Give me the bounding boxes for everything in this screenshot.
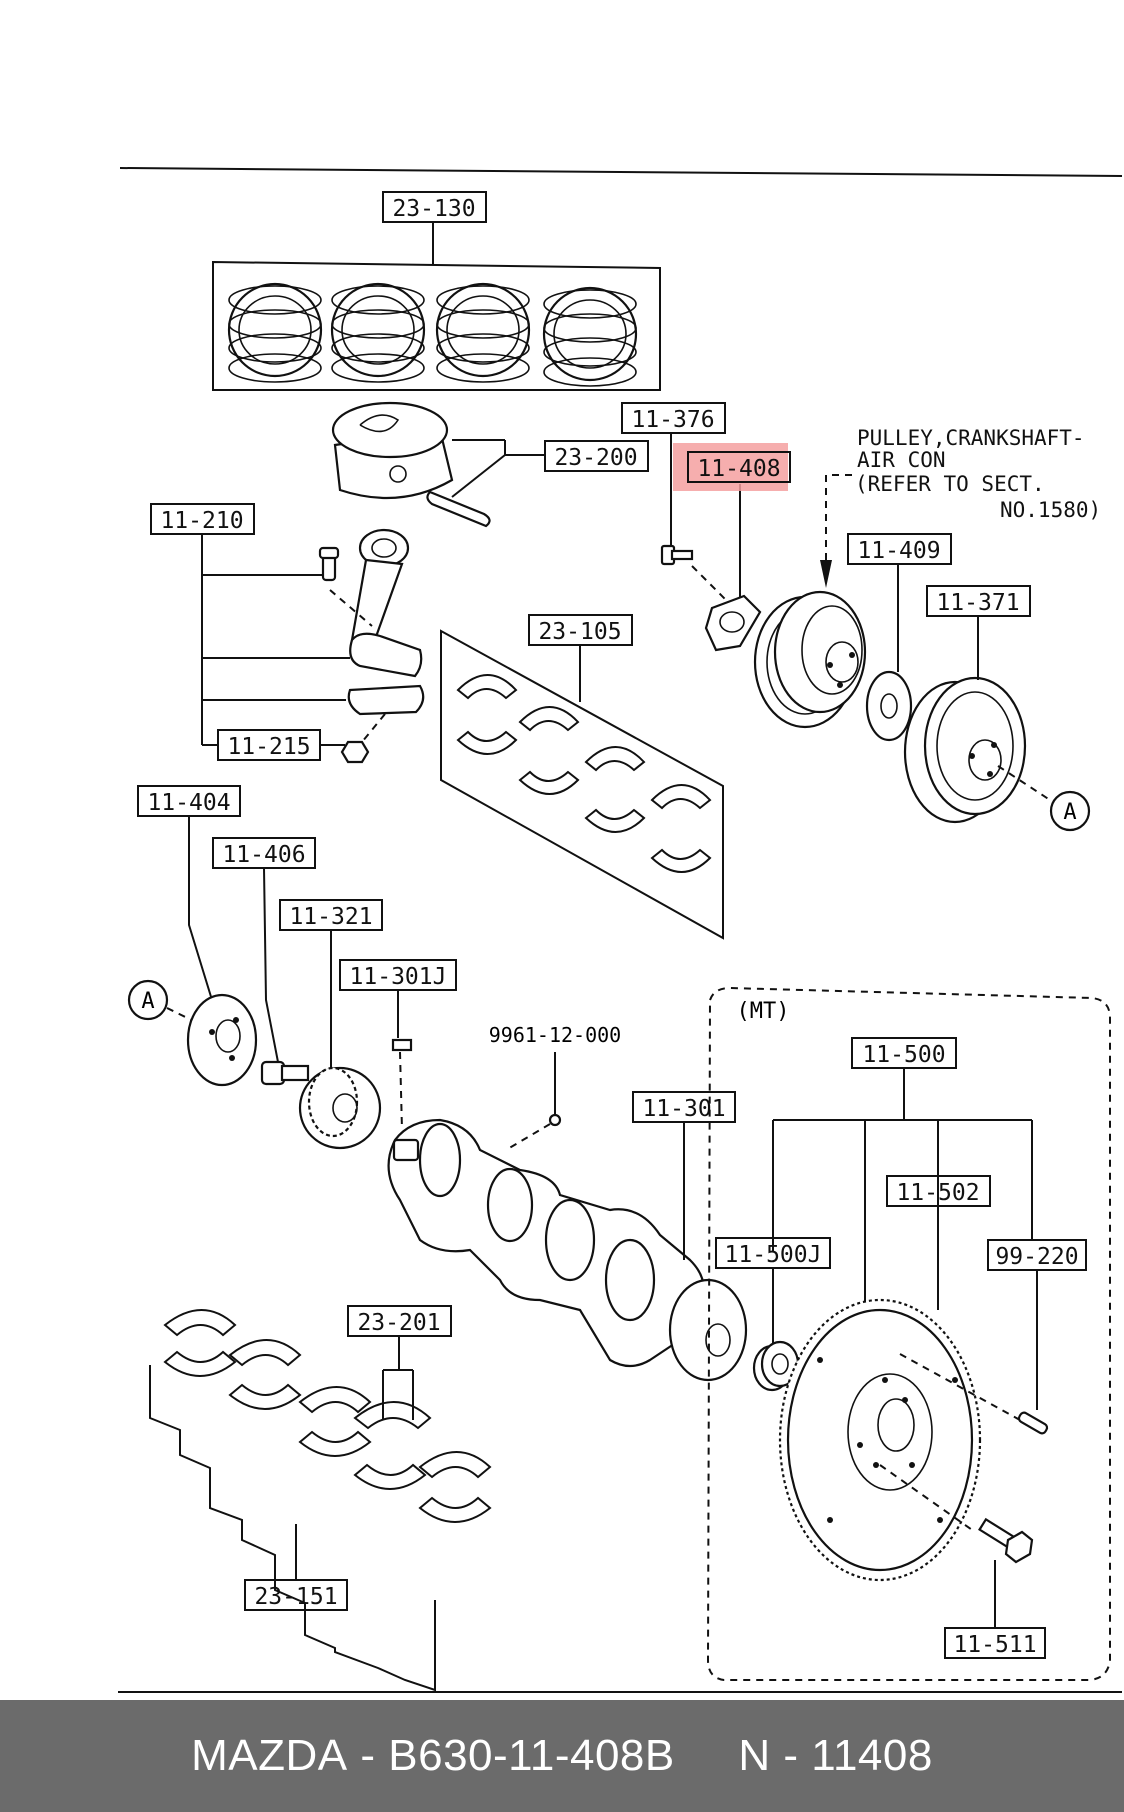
label-23-105[interactable]: 23-105 (528, 614, 633, 646)
svg-text:11-371: 11-371 (936, 590, 1019, 616)
pilot-bearing-11-500J (752, 1340, 800, 1392)
part-number-footer: MAZDA - B630-11-408B N - 11408 (0, 1700, 1124, 1812)
reference-marker-a-2[interactable]: A (127, 979, 169, 1021)
label-11-404[interactable]: 11-404 (137, 785, 241, 817)
timing-gear-11-321 (298, 1066, 382, 1150)
svg-text:11-210: 11-210 (160, 508, 243, 534)
piston (331, 401, 491, 528)
label-11-210[interactable]: 11-210 (150, 503, 255, 535)
label-11-409[interactable]: 11-409 (847, 533, 952, 565)
top-border (119, 167, 1123, 177)
footer-brand: MAZDA (191, 1731, 348, 1780)
label-11-215[interactable]: 11-215 (217, 729, 321, 761)
label-11-500[interactable]: 11-500 (851, 1037, 957, 1069)
svg-text:NO.1580): NO.1580) (1000, 498, 1101, 522)
svg-text:AIR CON: AIR CON (857, 448, 946, 472)
label-23-130[interactable]: 23-130 (382, 191, 487, 223)
label-11-371[interactable]: 11-371 (926, 585, 1031, 617)
main-bearings (149, 1309, 492, 1692)
crankshaft-pulley-aircon (753, 590, 867, 729)
label-23-200[interactable]: 23-200 (544, 440, 649, 472)
mt-group-label: (MT) (737, 999, 790, 1024)
label-11-301[interactable]: 11-301 (632, 1091, 736, 1123)
washer-11-409 (865, 670, 913, 742)
svg-text:23-130: 23-130 (392, 196, 475, 222)
crankshaft-plate-11-404 (186, 993, 258, 1087)
key-11-301J (391, 1038, 413, 1052)
svg-text:11-502: 11-502 (896, 1180, 979, 1206)
parts-diagram: 23-130 23-200 11-210 11-215 (118, 167, 1123, 1693)
svg-text:11-408: 11-408 (697, 456, 780, 482)
svg-text:11-376: 11-376 (631, 407, 714, 433)
dowel-pin-99-220 (1017, 1411, 1049, 1435)
label-11-500J[interactable]: 11-500J (715, 1237, 831, 1269)
svg-text:23-200: 23-200 (554, 445, 637, 471)
svg-text:11-500: 11-500 (862, 1042, 945, 1068)
label-11-376[interactable]: 11-376 (621, 402, 726, 434)
svg-text:(REFER TO SECT.: (REFER TO SECT. (855, 472, 1045, 496)
svg-text:11-409: 11-409 (857, 538, 940, 564)
svg-text:A: A (1063, 800, 1076, 825)
pulley-note: PULLEY,CRANKSHAFT- AIR CON (REFER TO SEC… (855, 426, 1101, 522)
svg-text:23-201: 23-201 (357, 1310, 440, 1336)
svg-text:99-220: 99-220 (995, 1244, 1078, 1270)
svg-text:11-215: 11-215 (227, 734, 310, 760)
svg-text:11-511: 11-511 (953, 1632, 1036, 1658)
connecting-rod-bearings (440, 629, 724, 940)
bolt-11-406 (260, 1060, 310, 1086)
footer-gap (675, 1731, 739, 1781)
svg-text:11-500J: 11-500J (725, 1242, 822, 1268)
crankshaft-pulley (903, 676, 1027, 824)
connecting-rod (318, 528, 425, 764)
label-99-220[interactable]: 99-220 (987, 1239, 1087, 1271)
footer-reference: N - 11408 (738, 1731, 933, 1780)
svg-text:11-301: 11-301 (642, 1096, 725, 1122)
label-23-201[interactable]: 23-201 (347, 1305, 452, 1337)
flywheel (778, 1298, 982, 1582)
label-11-502[interactable]: 11-502 (886, 1175, 991, 1207)
reference-marker-a-1[interactable]: A (1049, 790, 1091, 832)
piston-rings-set (212, 260, 661, 391)
label-11-321[interactable]: 11-321 (279, 899, 383, 931)
label-9961-12-000[interactable]: 9961-12-000 (489, 1023, 621, 1047)
svg-text:A: A (141, 989, 154, 1014)
svg-text:11-301J: 11-301J (350, 964, 447, 990)
label-11-301J[interactable]: 11-301J (339, 959, 457, 991)
label-11-406[interactable]: 11-406 (212, 837, 316, 869)
label-11-408[interactable]: 11-408 (687, 451, 791, 483)
svg-text:11-404: 11-404 (147, 790, 230, 816)
pulley-lock-plate (704, 594, 762, 652)
footer-separator: - (347, 1731, 389, 1780)
svg-text:11-321: 11-321 (289, 904, 372, 930)
label-11-511[interactable]: 11-511 (944, 1627, 1046, 1659)
flywheel-bolt-11-511 (978, 1517, 1034, 1564)
crankshaft (387, 1118, 748, 1382)
footer-part-number: B630-11-408B (388, 1731, 675, 1780)
svg-text:PULLEY,CRANKSHAFT-: PULLEY,CRANKSHAFT- (857, 426, 1085, 450)
svg-text:11-406: 11-406 (222, 842, 305, 868)
label-23-151[interactable]: 23-151 (244, 1579, 348, 1611)
svg-text:23-105: 23-105 (538, 619, 621, 645)
bolt-11-376 (660, 544, 694, 566)
svg-text:23-151: 23-151 (254, 1584, 337, 1610)
